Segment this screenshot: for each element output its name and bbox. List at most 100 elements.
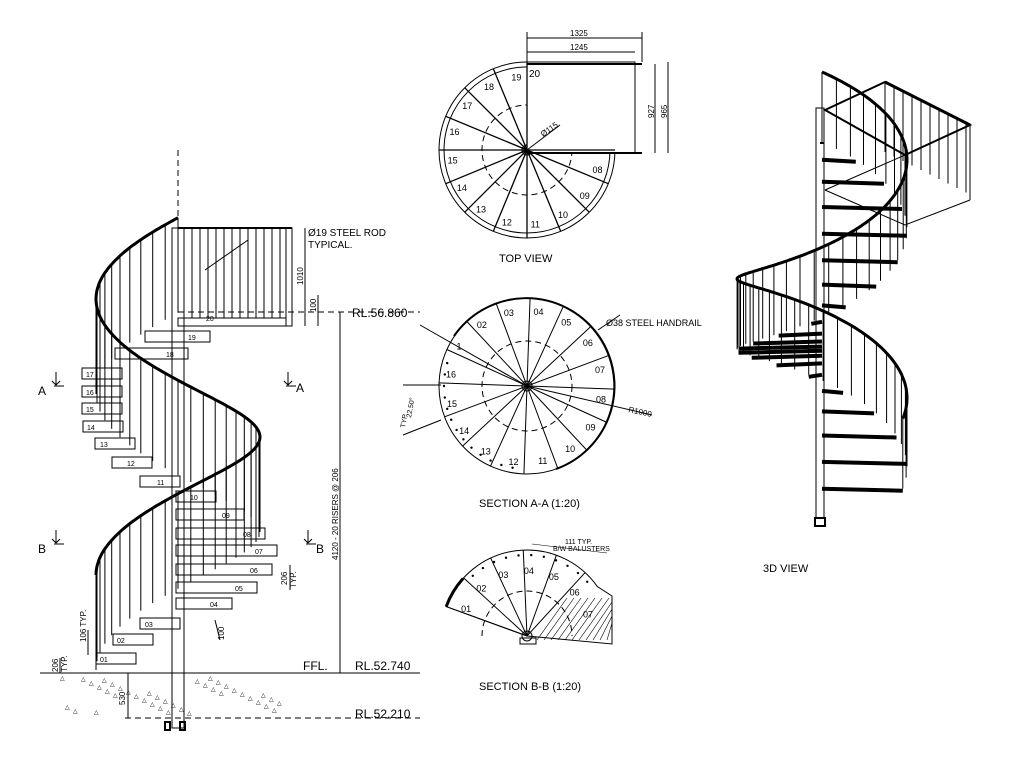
tread-number: 05 xyxy=(235,586,243,593)
baluster-dot xyxy=(517,554,520,557)
section-a-marker-right: A xyxy=(296,381,304,395)
gravel-mark: △ xyxy=(142,698,147,704)
elevation-tread xyxy=(144,330,211,343)
baluster-dot xyxy=(479,453,482,457)
gravel-mark: △ xyxy=(73,709,78,715)
tread-edge xyxy=(446,349,528,387)
tread-number: 17 xyxy=(86,372,94,379)
gravel-mark: △ xyxy=(163,699,168,705)
elevation-tread xyxy=(112,633,154,646)
tread-number: 09 xyxy=(222,513,230,520)
tread-edge xyxy=(526,149,609,185)
baluster-dot xyxy=(470,446,473,449)
rod-note: Ø19 STEEL ROD xyxy=(308,228,386,239)
tread-number: 13 xyxy=(100,442,108,449)
3d-view: 3D VIEW xyxy=(735,70,973,575)
tread xyxy=(821,433,897,440)
tread-edge xyxy=(444,385,528,418)
gravel-mark: △ xyxy=(261,693,266,699)
tread-number: 01 xyxy=(100,657,108,664)
tread-edge xyxy=(526,305,564,387)
tread-edge xyxy=(445,115,528,151)
gravel-mark: △ xyxy=(240,692,245,698)
tread-number: 04 xyxy=(524,566,534,576)
tread xyxy=(808,372,823,379)
hatch xyxy=(599,615,613,641)
hatch xyxy=(578,597,610,641)
baluster-dot xyxy=(504,556,508,559)
tread-number: 07 xyxy=(583,609,593,619)
leader-line xyxy=(204,239,249,271)
tread-edge xyxy=(464,149,528,213)
baluster-dot xyxy=(492,560,496,564)
tread-number: 07 xyxy=(255,549,263,556)
elevation-tread xyxy=(175,563,273,576)
elevation-tread xyxy=(175,527,266,540)
tread-number: 05 xyxy=(561,318,571,328)
tread xyxy=(821,205,903,211)
landing-rail-post xyxy=(285,227,293,327)
gravel-mark: △ xyxy=(195,679,200,685)
risers-dim: 4120 - 20 RISERS @ 206 xyxy=(331,468,340,560)
tread xyxy=(738,344,823,351)
tread-edge xyxy=(466,321,528,387)
tread-number: 08 xyxy=(592,165,602,175)
dim-100: 100 xyxy=(217,626,226,640)
tread xyxy=(810,319,823,326)
gravel-mark: △ xyxy=(232,688,237,694)
tread-number: 08 xyxy=(596,395,606,405)
tread-number: 11 xyxy=(157,480,164,487)
tread xyxy=(821,388,844,395)
tread-edge xyxy=(526,149,590,213)
tread-edge xyxy=(526,385,559,469)
tread-number: 12 xyxy=(502,217,512,227)
tread xyxy=(821,231,907,238)
radius-dim: R1000 xyxy=(628,405,653,419)
gravel-mark: △ xyxy=(179,707,184,713)
baluster-dot xyxy=(566,564,569,568)
hatch xyxy=(536,597,568,641)
gravel-mark: △ xyxy=(150,702,155,708)
baluster-dot xyxy=(446,361,449,365)
elevation-tread xyxy=(175,581,258,594)
elevation-tread xyxy=(82,420,124,433)
gravel-mark: △ xyxy=(203,683,208,689)
gravel-mark: △ xyxy=(110,682,115,688)
handrail xyxy=(735,70,909,420)
baluster-dot xyxy=(576,571,580,575)
rl-bottom-label: RL.52.210 xyxy=(355,707,411,721)
tread-number: 16 xyxy=(450,127,460,137)
tread xyxy=(738,348,823,355)
tread xyxy=(821,303,846,310)
tread-number: 19 xyxy=(188,335,196,342)
tread-number: 03 xyxy=(145,622,153,629)
dim-typ-right: TYP. xyxy=(289,571,298,588)
tread-number: 04 xyxy=(534,307,544,317)
baluster-dot xyxy=(530,553,533,557)
tread-number: 10 xyxy=(190,495,198,502)
gravel-mark: △ xyxy=(97,685,102,691)
handrail xyxy=(444,577,465,608)
walk-line xyxy=(481,590,573,637)
gravel-mark: △ xyxy=(147,691,152,697)
gravel-mark: △ xyxy=(65,705,70,711)
rl-ffl-label: RL.52.740 xyxy=(355,659,411,673)
tread-number: 15 xyxy=(448,156,458,166)
hatch xyxy=(557,597,589,641)
tread-edge xyxy=(526,385,615,390)
tread-number: 02 xyxy=(476,583,486,593)
elevation-tread xyxy=(175,508,245,521)
tread-edge xyxy=(522,550,528,637)
gravel-mark: △ xyxy=(208,676,213,682)
tread-edge xyxy=(523,385,528,474)
gravel-mark: △ xyxy=(224,684,229,690)
angle-typ: TYP. xyxy=(400,413,409,429)
elevation-view: 0102030405060708091011121314151617181920… xyxy=(38,150,420,731)
section-b-marker-right: B xyxy=(316,542,324,556)
gravel-mark: △ xyxy=(60,676,65,682)
tread-number: 20 xyxy=(206,316,214,323)
tread xyxy=(821,179,885,186)
baluster-dot xyxy=(442,384,446,388)
